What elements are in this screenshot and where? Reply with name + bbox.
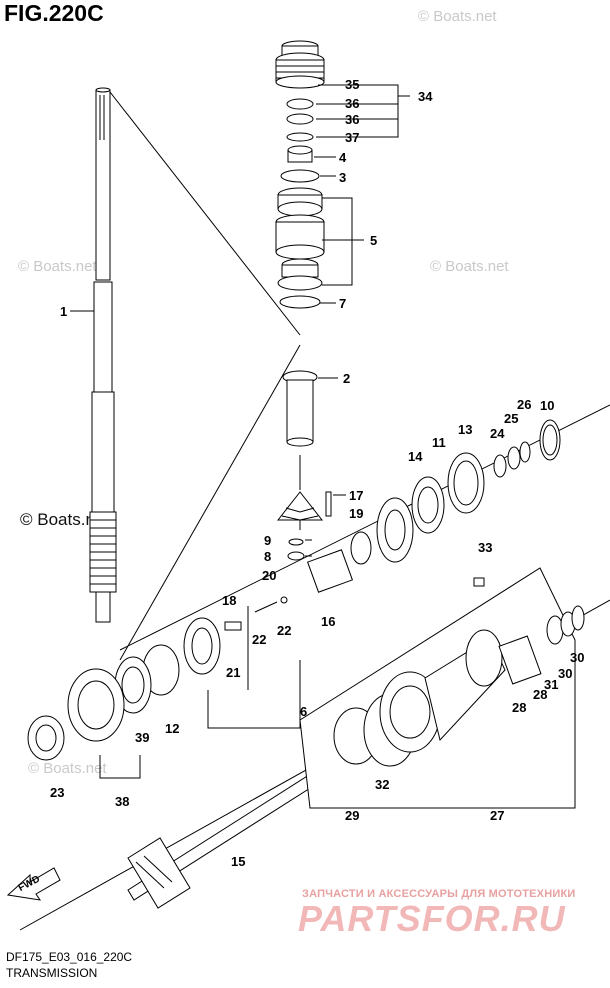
propeller-shaft xyxy=(127,767,327,909)
callout-16: 16 xyxy=(321,614,335,629)
watermark-top: © Boats.net xyxy=(418,8,497,25)
bearing-case xyxy=(275,214,325,260)
callout-28-a: 28 xyxy=(512,700,526,715)
callout-2: 2 xyxy=(343,371,350,386)
callout-30-b: 30 xyxy=(558,666,572,681)
oil-seal-upper xyxy=(286,98,314,110)
callout-18: 18 xyxy=(222,593,236,608)
shim xyxy=(280,169,320,183)
callout-21: 21 xyxy=(226,665,240,680)
callout-19: 19 xyxy=(349,506,363,521)
callout-22-b: 22 xyxy=(277,623,291,638)
watermark-left: © Boats.net xyxy=(20,510,110,529)
callout-36-b: 36 xyxy=(345,112,359,127)
callout-33: 33 xyxy=(478,540,492,555)
drive-shaft xyxy=(89,87,117,623)
callout-17: 17 xyxy=(349,488,363,503)
callout-7: 7 xyxy=(339,296,346,311)
callout-25: 25 xyxy=(504,411,518,426)
callout-20: 20 xyxy=(262,568,276,583)
callout-23: 23 xyxy=(50,785,64,800)
callout-39: 39 xyxy=(135,730,149,745)
callout-30-a: 30 xyxy=(570,650,584,665)
callout-38: 38 xyxy=(115,794,129,809)
callout-11: 11 xyxy=(432,435,446,450)
callout-9: 9 xyxy=(264,533,271,548)
callout-28-b: 28 xyxy=(533,687,547,702)
callout-26: 26 xyxy=(517,397,531,412)
callout-34: 34 xyxy=(418,89,433,104)
watermark-left-mid: © Boats.net xyxy=(18,258,97,275)
model-code: DF175_E03_016_220C xyxy=(6,950,133,964)
bearing-upper xyxy=(277,187,323,217)
circlip xyxy=(286,132,314,142)
shop-watermark-brand: PARTSFOR.RU xyxy=(298,898,566,939)
callout-13: 13 xyxy=(458,422,472,437)
callout-15: 15 xyxy=(231,854,245,869)
callout-37: 37 xyxy=(345,130,359,145)
callout-22-a: 22 xyxy=(252,632,266,647)
callout-5: 5 xyxy=(370,233,377,248)
callout-35: 35 xyxy=(345,77,359,92)
callout-32: 32 xyxy=(375,777,389,792)
oil-seal-lower xyxy=(286,113,314,125)
pinion-gear xyxy=(276,491,324,521)
callout-14: 14 xyxy=(408,449,423,464)
shop-watermark-line: ЗАПЧАСТИ И АКСЕССУАРЫ ДЛЯ МОТОТЕХНИКИ xyxy=(302,888,576,900)
figure-title: FIG.220C xyxy=(4,0,104,26)
watermark-right-mid: © Boats.net xyxy=(430,258,509,275)
section-name: TRANSMISSION xyxy=(6,966,98,980)
callout-4: 4 xyxy=(339,150,347,165)
spacer xyxy=(279,295,321,309)
callout-10: 10 xyxy=(540,398,554,413)
callout-8: 8 xyxy=(264,549,271,564)
callout-12: 12 xyxy=(165,721,179,736)
callout-1: 1 xyxy=(60,304,67,319)
sleeve xyxy=(282,370,318,447)
watermark-bottom-left: © Boats.net xyxy=(28,760,107,777)
callout-27: 27 xyxy=(490,808,504,823)
callout-3: 3 xyxy=(339,170,346,185)
callout-29: 29 xyxy=(345,808,359,823)
bearing-lower xyxy=(277,258,323,291)
callout-31: 31 xyxy=(544,677,558,692)
callout-6: 6 xyxy=(300,704,307,719)
callout-36-a: 36 xyxy=(345,96,359,111)
upper-housing xyxy=(275,40,325,89)
callout-24: 24 xyxy=(490,426,505,441)
